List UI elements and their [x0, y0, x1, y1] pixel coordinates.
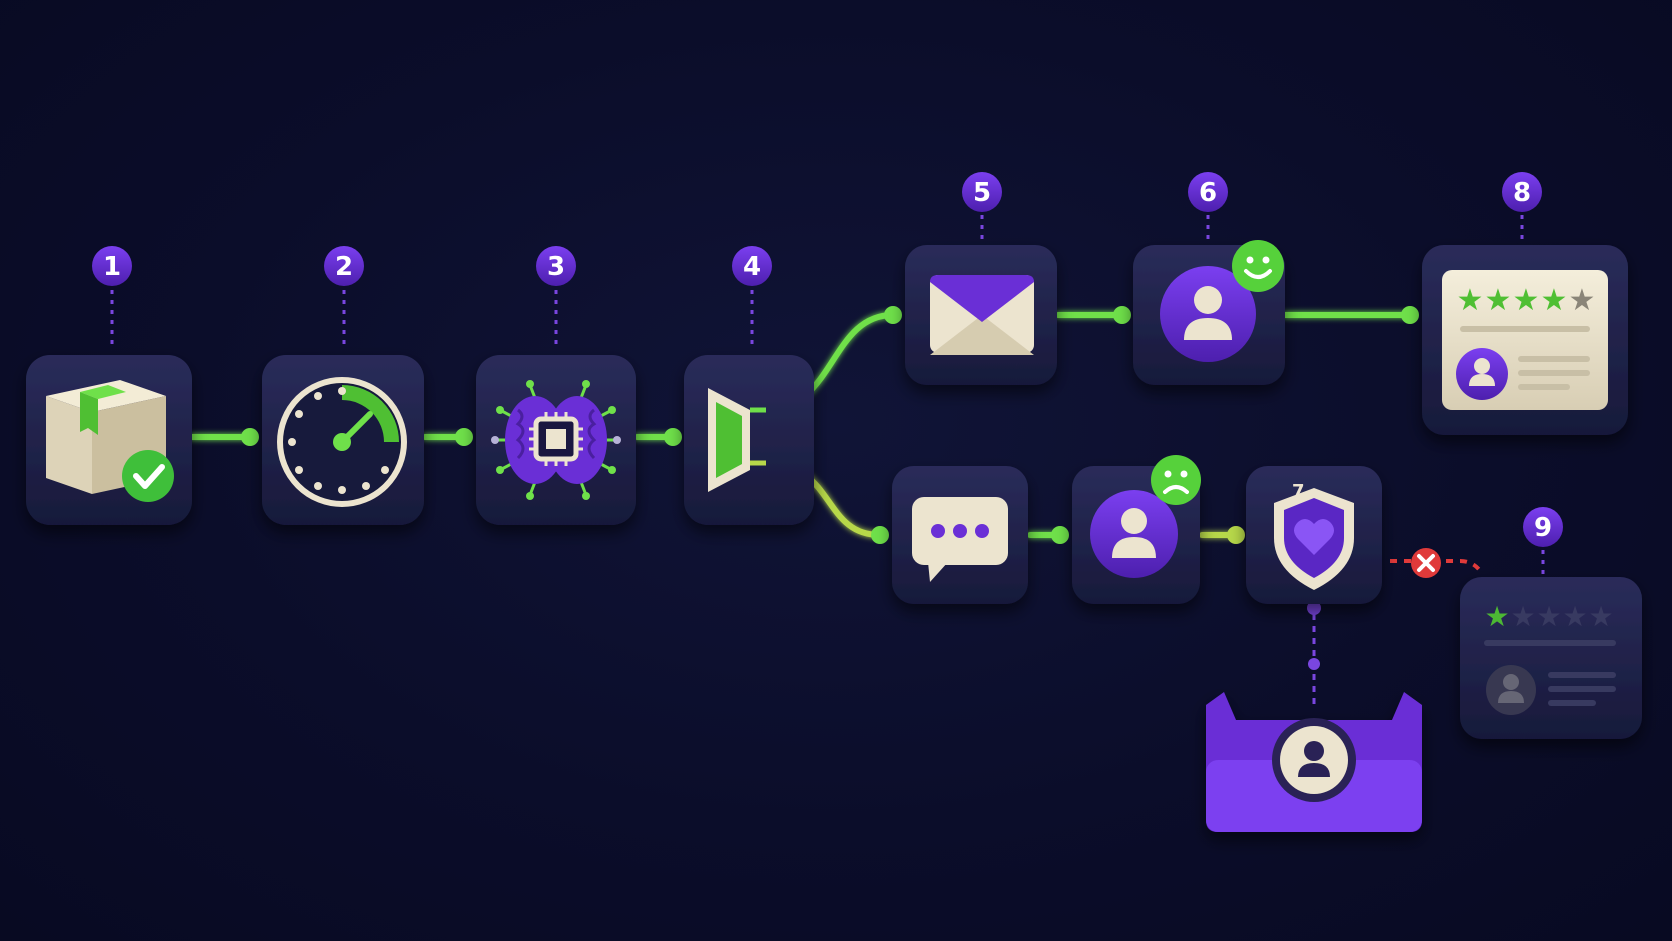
positive-review-card: ★ ★ ★ ★ ★ [1442, 270, 1608, 410]
smiley-face-icon [1232, 240, 1284, 292]
svg-text:★: ★ [1569, 283, 1596, 318]
review-stars-negative: ★ ★ ★ ★ ★ [1484, 600, 1613, 633]
svg-text:★: ★ [1562, 600, 1587, 633]
envelope-icon [930, 275, 1034, 355]
step-badges: 1 2 3 4 5 6 8 [92, 172, 1563, 575]
svg-text:★: ★ [1513, 283, 1540, 318]
brain-chip-icon [491, 380, 621, 500]
svg-text:2: 2 [335, 252, 353, 282]
svg-text:6: 6 [1199, 178, 1217, 208]
package-icon [46, 380, 174, 502]
negative-review-card: ★ ★ ★ ★ ★ [1484, 600, 1616, 715]
step-badge-5: 5 [962, 172, 1002, 243]
svg-text:★: ★ [1510, 600, 1535, 633]
step-badge-4: 4 [732, 246, 772, 350]
svg-text:5: 5 [973, 178, 991, 208]
shield-heart-icon: 7 [1274, 481, 1354, 590]
step-7-label: 7 [1292, 481, 1305, 502]
svg-text:★: ★ [1536, 600, 1561, 633]
svg-text:★: ★ [1588, 600, 1613, 633]
svg-text:★: ★ [1541, 283, 1568, 318]
step-badge-6: 6 [1188, 172, 1228, 243]
step-badge-9: 9 [1523, 507, 1563, 575]
escalation-connector [1307, 601, 1321, 708]
check-badge-icon [122, 450, 174, 502]
sad-face-icon [1151, 455, 1201, 505]
svg-text:★: ★ [1484, 600, 1509, 633]
svg-text:9: 9 [1534, 513, 1552, 543]
step-badge-2: 2 [324, 246, 364, 350]
svg-text:8: 8 [1513, 178, 1531, 208]
chat-bubble-icon [912, 497, 1008, 582]
svg-text:★: ★ [1485, 283, 1512, 318]
svg-text:3: 3 [547, 252, 565, 282]
happy-customer-icon [1160, 240, 1284, 362]
svg-text:4: 4 [743, 252, 761, 282]
gauge-icon [277, 377, 407, 507]
sad-customer-icon [1090, 455, 1201, 578]
svg-text:★: ★ [1457, 283, 1484, 318]
agent-inbox-icon [1206, 692, 1422, 832]
review-stars-positive: ★ ★ ★ ★ ★ [1457, 283, 1596, 318]
svg-text:1: 1 [103, 252, 121, 282]
step-badge-1: 1 [92, 246, 132, 350]
failed-connector [1390, 548, 1484, 578]
step-badge-8: 8 [1502, 172, 1542, 243]
step-badge-3: 3 [536, 246, 576, 350]
router-icon [708, 388, 766, 492]
